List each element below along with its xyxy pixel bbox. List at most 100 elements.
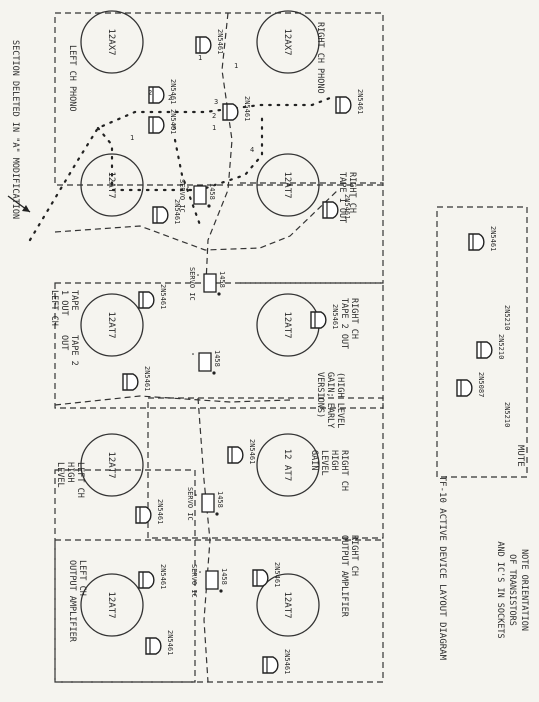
tube-socket: 12AX7	[256, 10, 320, 74]
transistor-label: 2N5210	[497, 334, 505, 359]
section-label-line: LEFT CH	[75, 462, 85, 498]
ic-name: SERVO IC	[178, 179, 186, 213]
transistor: 2N5461	[135, 499, 164, 524]
transistor-body	[335, 96, 352, 114]
transistor-body	[122, 373, 139, 391]
transistor-label: 2N5461	[143, 366, 151, 391]
ic-name: SERVO IC	[186, 487, 194, 521]
transistor: 2N5461	[222, 96, 251, 121]
mute-part-label: 2N5210	[503, 305, 511, 330]
tube-socket: 12AT7	[80, 573, 144, 637]
note-line: AND IC'S IN SOCKETS	[495, 541, 505, 638]
transistor-label: 2N5461	[169, 79, 177, 104]
tube-label: 12AT7	[106, 451, 116, 478]
divider-3	[54, 189, 339, 251]
tube-outline	[80, 293, 144, 357]
transistor-body	[222, 103, 239, 121]
dotted-path-c	[173, 138, 202, 227]
transistor-label: 2N5461	[489, 226, 497, 251]
orientation-note: NOTE ORIENTATION OF TRANSISTORS AND IC'S…	[495, 541, 529, 638]
box-top	[54, 12, 384, 186]
section-label-line: GAIN; EARLY	[325, 372, 335, 428]
transistor-label: 2N5461	[166, 630, 174, 655]
divider-1	[205, 12, 233, 284]
transistor: 2N5461	[145, 630, 174, 655]
section-label-line: RIGHT CH	[349, 535, 359, 576]
section-label-line: TAPE 1 OUT	[337, 172, 347, 223]
tube-outline	[256, 153, 320, 217]
transistor: 2N5461	[227, 439, 256, 464]
transistor-body	[135, 506, 152, 524]
tube-socket: 12AT7	[80, 153, 144, 217]
section-label-line: HIGH	[65, 462, 75, 482]
tube-label: 12AT7	[106, 171, 116, 198]
tube-socket: 12 AT7	[256, 433, 320, 497]
transistor-label: 2N5461	[169, 109, 177, 134]
transistor-body	[476, 341, 493, 359]
tube-socket: 12AT7	[256, 153, 320, 217]
transistor-label: 2N5461	[331, 304, 339, 329]
ic-chip: 1458	[192, 350, 221, 375]
transistor: 2N5461	[138, 284, 167, 309]
box-output	[54, 539, 384, 683]
deleted-arrow	[7, 195, 31, 213]
box-lower-left	[54, 469, 196, 683]
transistor-body	[310, 311, 327, 329]
pin-number: 1	[212, 124, 216, 132]
transistor-body	[195, 36, 212, 54]
note-line: OF TRANSISTORS	[507, 554, 517, 626]
transistor-label: 2N5461	[173, 199, 181, 224]
tube-label: 12AX7	[282, 28, 292, 55]
transistor-body	[252, 569, 269, 587]
section-label-line: LEFT CH	[77, 560, 87, 596]
pin-number: 2	[212, 112, 216, 120]
section-label-line: TAPE	[69, 290, 79, 310]
transistor-label: 2N5461	[273, 562, 281, 587]
note-line: NOTE ORIENTATION	[519, 549, 529, 631]
transistor: 2N5461	[252, 562, 281, 587]
pin-number: 1	[130, 134, 134, 142]
section-label-line: RIGHT CH	[349, 298, 359, 339]
box-mid	[54, 282, 384, 409]
tube-socket: 12AT7	[256, 573, 320, 637]
pin-number: 3	[214, 98, 218, 106]
tube-label: 12AT7	[282, 171, 292, 198]
section-label: RIGHT CH PHONO	[315, 22, 325, 94]
tube-outline	[80, 433, 144, 497]
section-label-line: LEFT CH PHONO	[67, 45, 77, 112]
tube-outline	[256, 573, 320, 637]
transistor-label: 2N5461	[248, 439, 256, 464]
transistor-label: 2N5461	[159, 284, 167, 309]
transistor-label: 2N5461	[156, 499, 164, 524]
pin-number: 4	[250, 146, 254, 154]
section-label-line: HIGH	[329, 450, 339, 470]
transistor-label: 2N5461	[343, 194, 351, 219]
section-label-line: 1 OUT	[59, 290, 69, 316]
section-label-line: RIGHT CH	[347, 172, 357, 213]
box-upper-right	[240, 182, 384, 284]
ic-label: 1458	[213, 350, 221, 367]
ic-body	[198, 352, 212, 372]
transistor: 2N5461	[195, 29, 224, 54]
pin-number: 3	[172, 124, 176, 132]
pin-number: 2	[148, 89, 152, 97]
transistor: 2N5461	[468, 226, 497, 251]
ic-label: 1458	[208, 183, 216, 200]
mute-box	[436, 206, 528, 478]
transistor-body	[138, 571, 155, 589]
transistor: 2N5461	[148, 79, 177, 104]
transistor-body	[456, 379, 473, 397]
section-label-line: TAPE 2	[69, 335, 79, 366]
tube-outline	[80, 573, 144, 637]
section-label-line: OUT	[59, 335, 69, 350]
transistor-label: 2N5461	[356, 89, 364, 114]
section-label-line: LEVEL	[55, 462, 65, 488]
section-label: LEFT CH PHONO	[67, 45, 77, 112]
mute-part-label: 2N5210	[503, 402, 511, 427]
